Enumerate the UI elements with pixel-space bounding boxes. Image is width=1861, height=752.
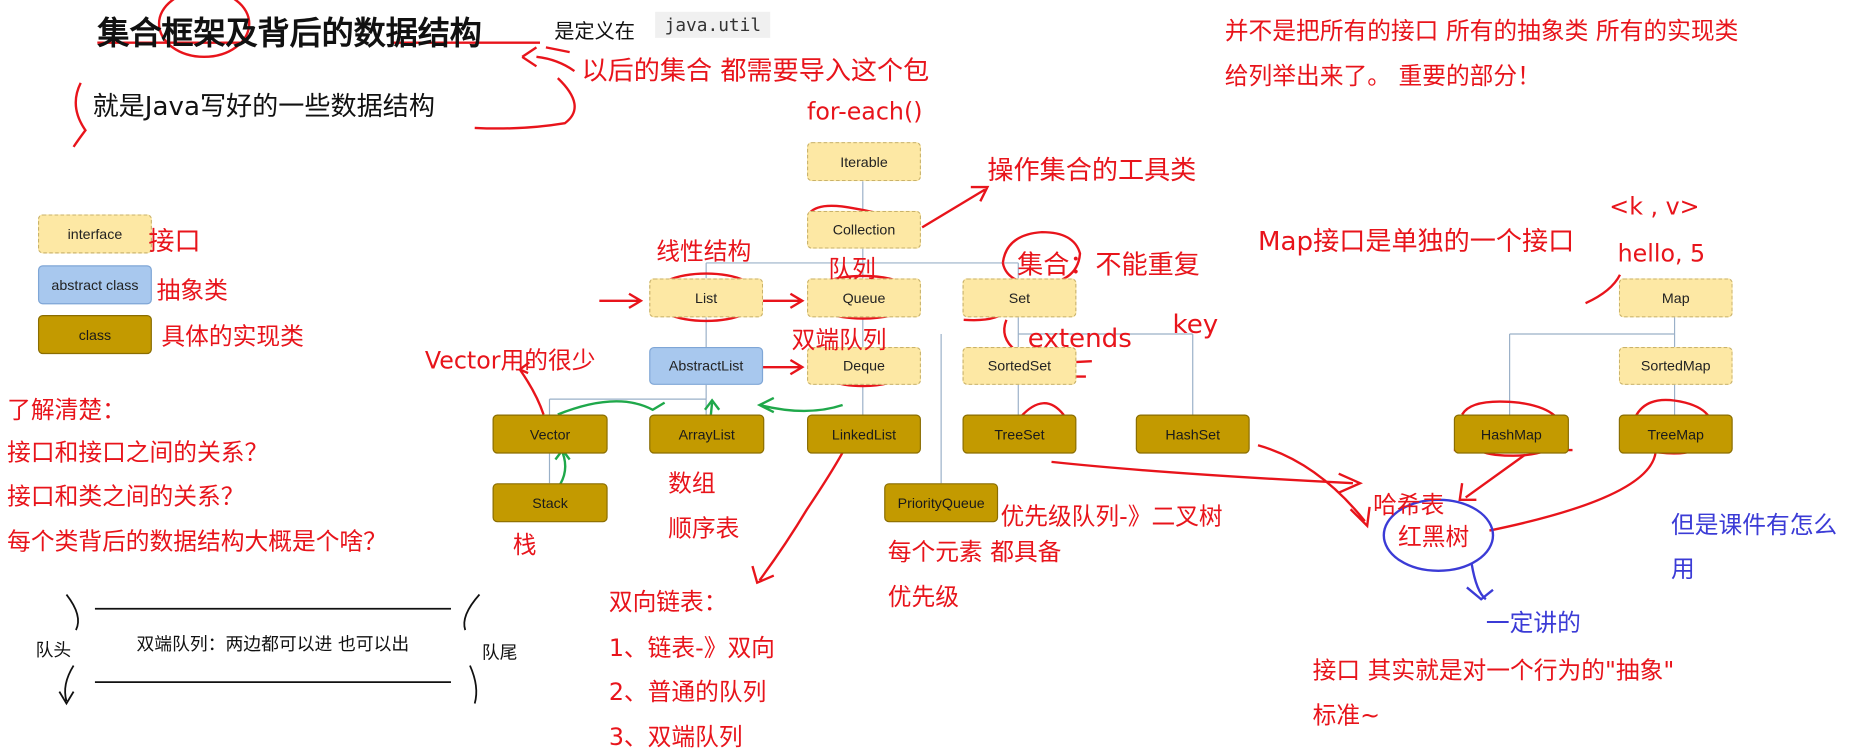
stack-note: 栈 <box>512 530 537 559</box>
legend-abstract-cn: 抽象类 <box>156 275 228 305</box>
legend-class-cn: 具体的实现类 <box>161 322 304 351</box>
vector-note: Vector用的很少 <box>424 345 596 375</box>
question-1: 接口和接口之间的关系？ <box>7 438 269 467</box>
package-code: java.util <box>655 11 771 38</box>
legend-interface: interface <box>37 214 152 254</box>
node-collection: Collection <box>807 210 921 249</box>
node-hashset: HashSet <box>1135 414 1250 454</box>
linked-note-1: 双向链表： <box>608 587 728 616</box>
set-note: 集合：不能重复 <box>1017 251 1200 281</box>
subtitle: 就是Java写好的一些数据结构 <box>92 92 435 122</box>
defined-in-label: 是定义在 <box>554 20 635 44</box>
linked-note-4: 3、双端队列 <box>608 722 743 751</box>
queue-note: 队列 <box>828 254 876 284</box>
understand-note: 了解清楚： <box>7 395 126 424</box>
extends-note: extends <box>1027 324 1132 355</box>
course-note-1: 但是课件有怎么 <box>1671 510 1838 539</box>
hello-note: hello, 5 <box>1617 239 1706 268</box>
array-note: 数组 <box>668 468 716 498</box>
course-note-2: 用 <box>1671 554 1695 583</box>
node-list: List <box>649 278 764 318</box>
node-map: Map <box>1618 278 1733 318</box>
linear-structure-note: 线性结构 <box>656 236 752 266</box>
legend-abstract-class: abstract class <box>37 265 152 305</box>
node-vector: Vector <box>492 414 608 454</box>
interface-def-2: 标准~ <box>1312 701 1380 730</box>
node-priorityqueue: PriorityQueue <box>884 483 999 523</box>
page-title: 集合框架及背后的数据结构 <box>97 15 482 53</box>
node-queue: Queue <box>807 278 921 318</box>
legend-class: class <box>37 315 152 355</box>
will-teach-note: 一定讲的 <box>1485 608 1581 638</box>
top-right-note-2: 给列举出来了。 重要的部分！ <box>1224 61 1541 91</box>
question-3: 每个类背后的数据结构大概是个啥？ <box>7 527 387 556</box>
node-abstractlist: AbstractList <box>649 346 764 385</box>
question-2: 接口和类之间的关系？ <box>7 482 245 511</box>
node-stack: Stack <box>492 483 608 523</box>
for-each-note: for-each() <box>807 97 923 126</box>
key-note: key <box>1172 310 1219 340</box>
linked-note-3: 2、普通的队列 <box>608 677 767 706</box>
linked-note-2: 1、链表-》双向 <box>608 633 775 663</box>
tool-class-note: 操作集合的工具类 <box>987 156 1197 186</box>
node-set: Set <box>962 278 1077 318</box>
seqlist-note: 顺序表 <box>668 513 740 543</box>
priority-queue-note: 优先级队列-》二叉树 <box>1000 502 1223 531</box>
node-iterable: Iterable <box>807 142 921 182</box>
legend-interface-cn: 接口 <box>148 227 201 257</box>
node-treemap: TreeMap <box>1618 414 1733 454</box>
deque-note: 双端队列 <box>791 325 887 355</box>
node-linkedlist: LinkedList <box>807 414 921 454</box>
red-black-tree-note: 红黑树 <box>1398 522 1470 551</box>
top-right-note-1: 并不是把所有的接口 所有的抽象类 所有的实现类 <box>1224 16 1739 46</box>
deque-head-label: 队头 <box>35 639 72 661</box>
import-note: 以后的集合 都需要导入这个包 <box>581 56 930 87</box>
priority-level-note: 优先级 <box>887 582 959 612</box>
node-sortedmap: SortedMap <box>1618 346 1733 385</box>
node-hashmap: HashMap <box>1453 414 1569 454</box>
node-deque: Deque <box>807 346 921 385</box>
priority-each-note: 每个元素 都具备 <box>887 537 1062 567</box>
hash-table-note: 哈希表 <box>1373 490 1445 519</box>
node-treeset: TreeSet <box>962 414 1077 454</box>
interface-def-1: 接口 其实就是对一个行为的"抽象" <box>1312 656 1675 685</box>
node-sortedset: SortedSet <box>962 346 1077 385</box>
node-arraylist: ArrayList <box>649 414 765 454</box>
deque-sketch-text: 双端队列：两边都可以进 也可以出 <box>136 633 410 655</box>
kv-note: <k , v> <box>1609 191 1700 221</box>
map-note: Map接口是单独的一个接口 <box>1258 227 1575 257</box>
deque-tail-label: 队尾 <box>481 641 518 664</box>
